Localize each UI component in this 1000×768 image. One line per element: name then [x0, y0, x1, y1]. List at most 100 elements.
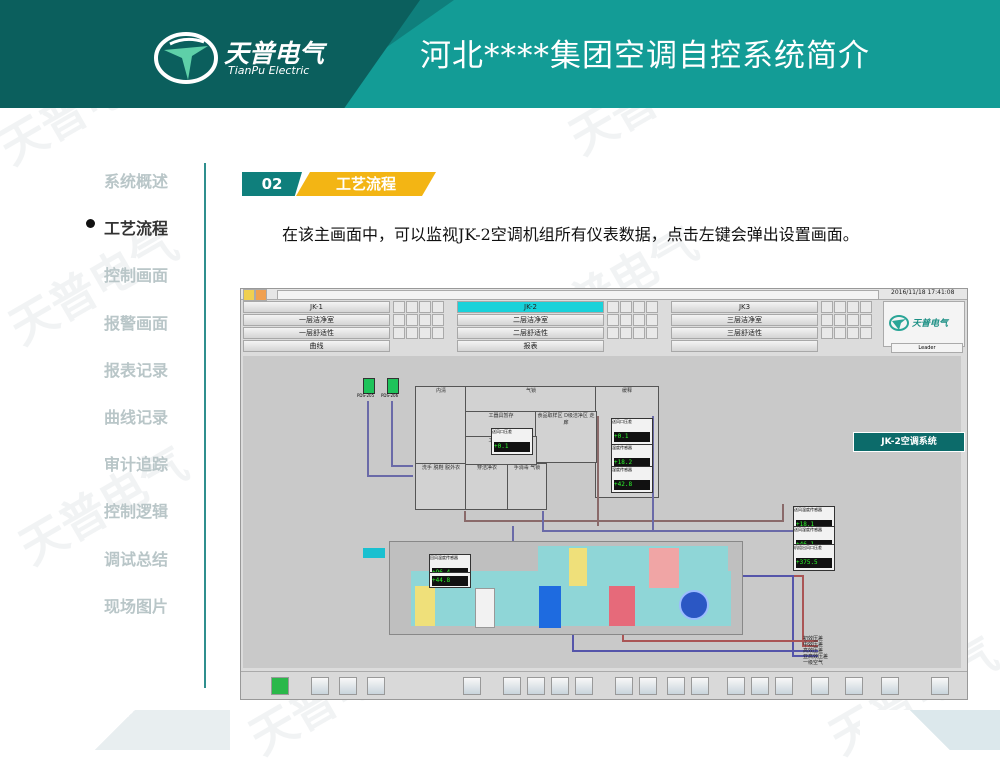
arrow-down-icon[interactable]: [551, 677, 569, 695]
arrow-right-icon[interactable]: [575, 677, 593, 695]
room[interactable]: 食品取样区 D级洁净区 走廊: [535, 411, 597, 463]
reading-display[interactable]: 湿度传感器+42.8: [611, 466, 653, 493]
nav-item-overview[interactable]: 系统概述: [104, 172, 169, 191]
folder-icon[interactable]: [339, 677, 357, 695]
medium-filter-icon[interactable]: [475, 588, 495, 628]
jk1-option[interactable]: [432, 327, 444, 339]
sound-icon[interactable]: [881, 677, 899, 695]
jk3-empty-button[interactable]: [671, 340, 818, 352]
unit-jk1-button[interactable]: JK-1: [243, 301, 390, 313]
arrow-up-icon[interactable]: [527, 677, 545, 695]
jk3-comfort-button[interactable]: 三层舒适性: [671, 327, 818, 339]
back-icon[interactable]: [667, 677, 685, 695]
unit-jk3-button[interactable]: JK3: [671, 301, 818, 313]
jk2-option[interactable]: [646, 301, 658, 313]
jk1-option[interactable]: [419, 301, 431, 313]
jk1-option[interactable]: [393, 301, 405, 313]
jk1-clean-room-button[interactable]: 一层洁净室: [243, 314, 390, 326]
nav-item-process[interactable]: 工艺流程: [104, 219, 169, 238]
nav-item-logic[interactable]: 控制逻辑: [104, 502, 169, 521]
close-doc-icon[interactable]: [775, 677, 793, 695]
jk1-option[interactable]: [406, 301, 418, 313]
jk2-option[interactable]: [633, 327, 645, 339]
trend-icon[interactable]: [367, 677, 385, 695]
nav-item-site-photos[interactable]: 现场图片: [104, 597, 169, 616]
nav-item-alarm-screen[interactable]: 报警画面: [104, 314, 169, 333]
refresh-icon[interactable]: [615, 677, 633, 695]
scada-lock-icon[interactable]: [255, 289, 267, 301]
reading-display[interactable]: 机组出风口压差+375.5: [793, 544, 835, 571]
jk3-option[interactable]: [860, 314, 872, 326]
fan-icon[interactable]: [679, 590, 709, 620]
jk1-option[interactable]: [406, 314, 418, 326]
arrow-left-icon[interactable]: [503, 677, 521, 695]
confirm-icon[interactable]: [931, 677, 949, 695]
jk2-option[interactable]: [646, 327, 658, 339]
room[interactable]: 手消毒 气锁: [507, 463, 547, 510]
jk1-option[interactable]: [432, 301, 444, 313]
jk1-option[interactable]: [419, 314, 431, 326]
primary-filter-icon[interactable]: [415, 586, 435, 626]
nav-item-curve[interactable]: 曲线记录: [104, 408, 169, 427]
save-icon[interactable]: [751, 677, 769, 695]
logo-mark-icon: [154, 32, 218, 84]
jk1-option[interactable]: [419, 327, 431, 339]
reading-display[interactable]: 送风口压差+0.1: [611, 418, 653, 445]
jk2-option[interactable]: [633, 301, 645, 313]
jk3-option[interactable]: [821, 301, 833, 313]
jk3-option[interactable]: [834, 327, 846, 339]
scada-home-icon[interactable]: [243, 289, 255, 301]
unit-jk2-button[interactable]: JK-2: [457, 301, 604, 313]
nav-item-audit[interactable]: 审计追踪: [104, 455, 169, 474]
pds-205-indicator-icon[interactable]: [363, 378, 375, 394]
humidifier-icon[interactable]: [649, 548, 679, 588]
jk2-option[interactable]: [620, 327, 632, 339]
print-icon[interactable]: [463, 677, 481, 695]
curve-button[interactable]: 曲线: [243, 340, 390, 352]
cooling-coil-icon[interactable]: [539, 586, 561, 628]
jk1-option[interactable]: [406, 327, 418, 339]
jk3-clean-room-button[interactable]: 三层洁净室: [671, 314, 818, 326]
monitor-icon[interactable]: [811, 677, 829, 695]
jk3-option[interactable]: [834, 314, 846, 326]
jk1-option[interactable]: [393, 314, 405, 326]
nav-item-report[interactable]: 报表记录: [104, 361, 169, 380]
jk3-option[interactable]: [834, 301, 846, 313]
jk3-option[interactable]: [860, 301, 872, 313]
reading-display[interactable]: +44.8: [429, 572, 471, 588]
report-button[interactable]: 报表: [457, 340, 604, 352]
tool-icon[interactable]: [311, 677, 329, 695]
jk2-option[interactable]: [607, 301, 619, 313]
jk2-option[interactable]: [620, 301, 632, 313]
jk3-option[interactable]: [821, 314, 833, 326]
jk2-clean-room-button[interactable]: 二层洁净室: [457, 314, 604, 326]
scada-logo-icon: [889, 315, 909, 331]
help-icon[interactable]: [845, 677, 863, 695]
start-icon[interactable]: [271, 677, 289, 695]
reheater-icon[interactable]: [609, 586, 635, 626]
forward-icon[interactable]: [691, 677, 709, 695]
jk3-option[interactable]: [860, 327, 872, 339]
jk1-comfort-button[interactable]: 一层舒适性: [243, 327, 390, 339]
corner-decoration: [860, 710, 1000, 750]
jk2-option[interactable]: [607, 327, 619, 339]
nav-item-debug-summary[interactable]: 调试总结: [104, 550, 169, 569]
jk1-option[interactable]: [393, 327, 405, 339]
history-icon[interactable]: [639, 677, 657, 695]
heating-coil-icon[interactable]: [569, 548, 587, 586]
jk3-option[interactable]: [847, 327, 859, 339]
jk3-option[interactable]: [847, 314, 859, 326]
jk1-option[interactable]: [432, 314, 444, 326]
nav-item-control-screen[interactable]: 控制画面: [104, 266, 169, 285]
jk2-option[interactable]: [620, 314, 632, 326]
header-dark-band: [0, 0, 420, 108]
jk2-option[interactable]: [607, 314, 619, 326]
jk2-comfort-button[interactable]: 二层舒适性: [457, 327, 604, 339]
pds-206-indicator-icon[interactable]: [387, 378, 399, 394]
jk2-option[interactable]: [633, 314, 645, 326]
jk3-option[interactable]: [847, 301, 859, 313]
jk2-option[interactable]: [646, 314, 658, 326]
jk3-option[interactable]: [821, 327, 833, 339]
export-icon[interactable]: [727, 677, 745, 695]
reading-display[interactable]: 送风口压差+0.1: [491, 428, 533, 455]
